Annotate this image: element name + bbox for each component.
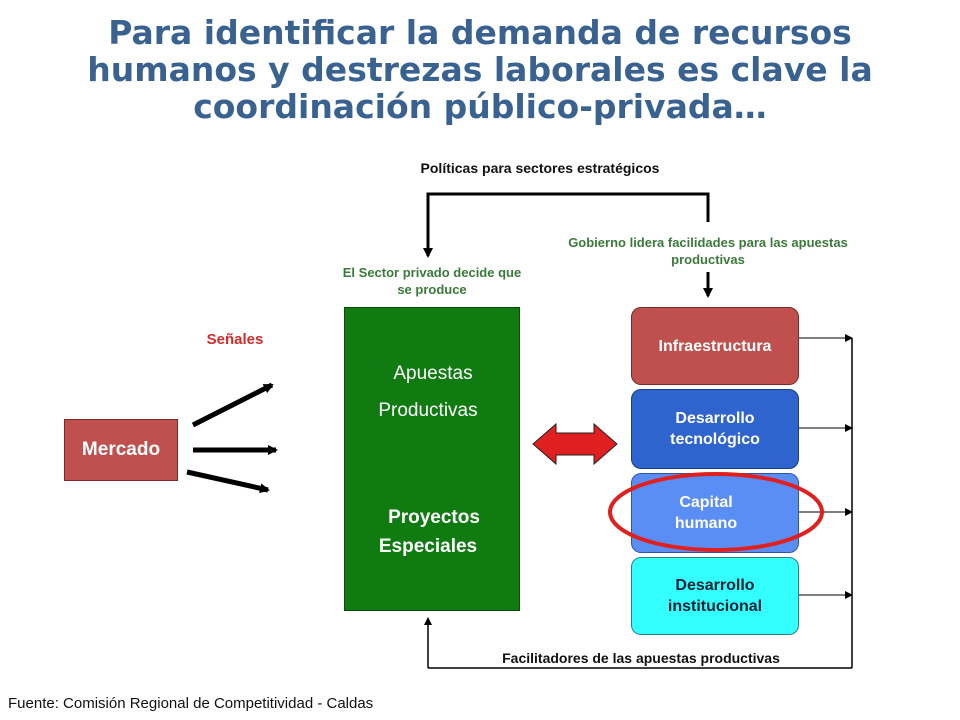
infrastructure-label: Infraestructura: [658, 337, 772, 355]
policies-label: Políticas para sectores estratégicos: [420, 160, 660, 176]
special-line2: Especiales: [378, 536, 478, 557]
double-arrow: [532, 422, 618, 466]
government-label: Gobierno lidera facilidades para las apu…: [568, 235, 848, 267]
infrastructure-box: Infraestructura: [631, 307, 799, 385]
bets-line2: Productivas: [378, 400, 478, 421]
signal-arrow-down: [186, 469, 270, 494]
page-title: Para identificar la demanda de recursos …: [87, 13, 873, 126]
private-sector-label: El Sector privado decide que se produce: [342, 265, 522, 297]
facilitators-label: Facilitadores de las apuestas productiva…: [502, 650, 780, 666]
source-note: Fuente: Comisión Regional de Competitivi…: [8, 695, 374, 712]
policy-loop-arrow: [423, 192, 710, 258]
market-box: Mercado: [64, 419, 178, 481]
bets-line1: Apuestas: [393, 363, 473, 384]
signals-label: Señales: [206, 331, 264, 348]
special-line1: Proyectos: [388, 507, 480, 528]
productive-bets-box: [344, 307, 520, 611]
signal-arrow-up: [191, 382, 274, 428]
